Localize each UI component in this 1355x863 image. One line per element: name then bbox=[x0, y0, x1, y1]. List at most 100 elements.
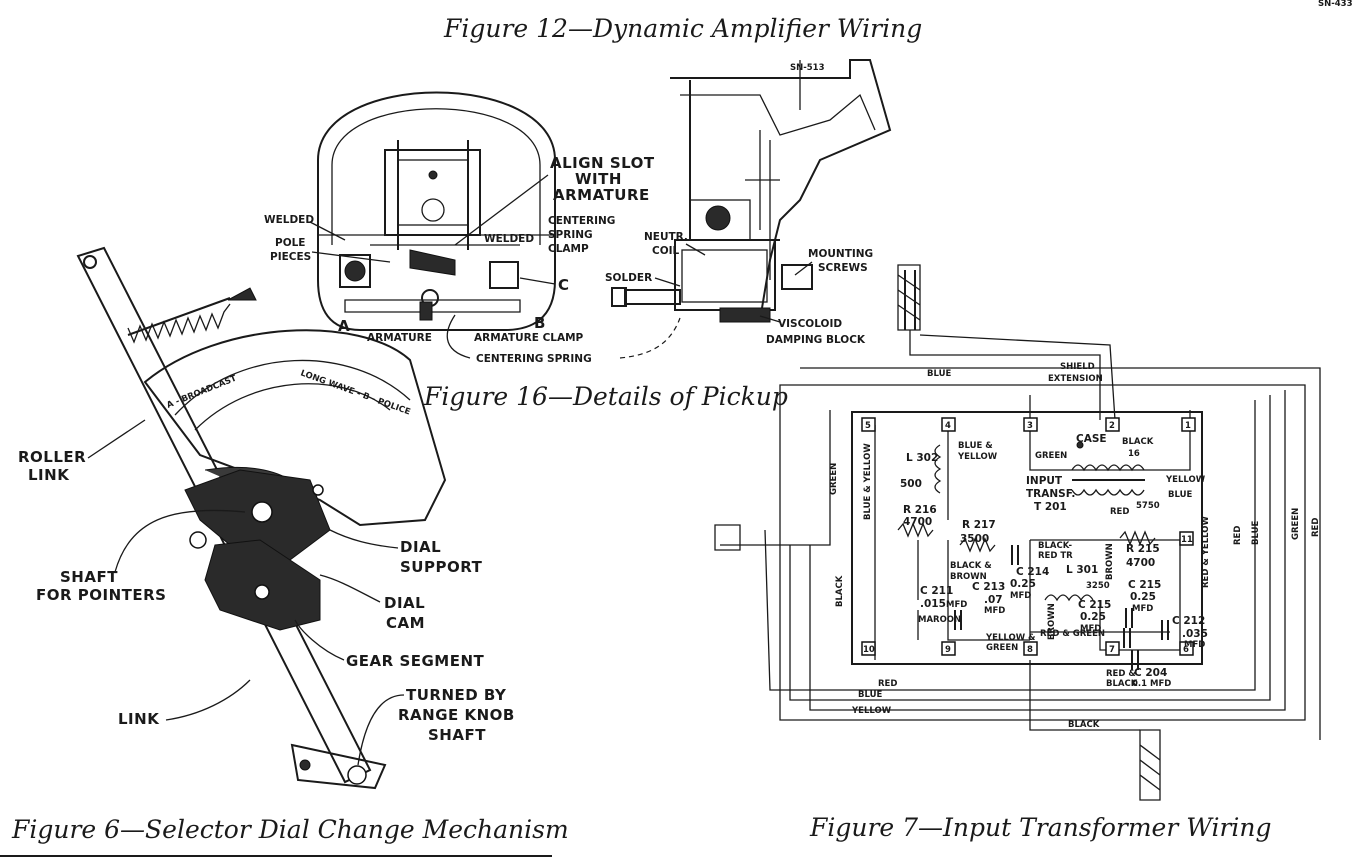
svg-text:0.25: 0.25 bbox=[1130, 591, 1156, 603]
svg-text:YELLOW: YELLOW bbox=[957, 452, 998, 462]
pickup-front-view bbox=[317, 91, 556, 331]
svg-text:2: 2 bbox=[1109, 421, 1115, 431]
tension-spring bbox=[127, 297, 231, 336]
svg-text:3500: 3500 bbox=[960, 533, 989, 545]
label-black-brown: BLACK & bbox=[950, 561, 992, 571]
svg-text:MFD: MFD bbox=[1010, 591, 1031, 601]
svg-text:.015: .015 bbox=[920, 598, 946, 610]
svg-text:RANGE KNOB: RANGE KNOB bbox=[398, 706, 515, 724]
svg-text:9: 9 bbox=[945, 645, 951, 655]
label-black-transformer: BLACK bbox=[1122, 437, 1154, 447]
label-centering-spring: CENTERING SPRING bbox=[476, 353, 592, 365]
l302-coil bbox=[934, 444, 942, 494]
label-black-bottom: BLACK bbox=[1068, 720, 1100, 730]
label-red-green: RED & GREEN bbox=[1040, 629, 1105, 639]
label-blue-yellow: BLUE & bbox=[958, 441, 993, 451]
terminal-blocks bbox=[861, 417, 1196, 656]
label-shield-ext: SHIELD bbox=[1060, 362, 1095, 372]
label-blue-top: BLUE bbox=[927, 369, 951, 379]
label-armature: ARMATURE bbox=[367, 332, 432, 344]
label-blue-right: BLUE bbox=[1251, 521, 1261, 545]
svg-text:5: 5 bbox=[865, 421, 871, 431]
label-c214: C 214 bbox=[1016, 566, 1049, 578]
caption-fig6: Figure 6—Selector Dial Change Mechanism bbox=[11, 815, 569, 844]
svg-text:0.1 MFD: 0.1 MFD bbox=[1132, 679, 1171, 689]
svg-text:5750: 5750 bbox=[1136, 501, 1160, 511]
svg-text:GREEN: GREEN bbox=[986, 643, 1018, 653]
label-c215b: C 215 bbox=[1078, 599, 1111, 611]
label-r215: R 215 bbox=[1126, 543, 1160, 555]
label-c215a: C 215 bbox=[1128, 579, 1161, 591]
svg-text:0.25: 0.25 bbox=[1010, 578, 1036, 590]
label-c: C bbox=[558, 276, 570, 294]
label-dial-support: DIAL bbox=[400, 538, 441, 556]
svg-text:1: 1 bbox=[1185, 421, 1191, 431]
label-welded-right: WELDED bbox=[484, 233, 534, 245]
label-roller-link: ROLLER bbox=[18, 448, 86, 466]
svg-text:MFD: MFD bbox=[984, 606, 1005, 616]
svg-text:MFD: MFD bbox=[946, 600, 967, 610]
label-red-bottom: RED bbox=[878, 679, 897, 689]
svg-text:8: 8 bbox=[1027, 645, 1033, 655]
svg-text:SUPPORT: SUPPORT bbox=[400, 558, 483, 576]
label-a: A bbox=[338, 317, 350, 335]
caption-fig16: Figure 16—Details of Pickup bbox=[423, 382, 788, 411]
svg-text:MFD: MFD bbox=[1080, 624, 1101, 634]
range-knob-crank bbox=[290, 743, 387, 790]
label-black-red: BLACK- bbox=[1038, 541, 1073, 551]
svg-text:BLUE & YELLOW: BLUE & YELLOW bbox=[863, 443, 873, 520]
label-turned-by: TURNED BY bbox=[406, 686, 507, 704]
label-mounting-screws: MOUNTING bbox=[808, 248, 873, 260]
label-case: CASE bbox=[1076, 433, 1107, 445]
label-black-left: BLACK bbox=[835, 575, 845, 607]
svg-text:BROWN: BROWN bbox=[950, 572, 987, 582]
label-c211: C 211 bbox=[920, 585, 953, 597]
label-gear-segment: GEAR SEGMENT bbox=[346, 652, 485, 670]
svg-text:CLAMP: CLAMP bbox=[548, 243, 589, 255]
wiring-diagram bbox=[714, 264, 1321, 801]
svg-text:FOR POINTERS: FOR POINTERS bbox=[36, 586, 166, 604]
svg-text:6: 6 bbox=[1183, 645, 1189, 655]
caption-fig12: Figure 12—Dynamic Amplifier Wiring bbox=[443, 14, 922, 43]
pickup-section-view bbox=[611, 59, 892, 323]
label-dial-cam: DIAL bbox=[384, 594, 425, 612]
svg-text:SCREWS: SCREWS bbox=[818, 262, 868, 274]
chassis-outline bbox=[851, 411, 1203, 665]
label-red-right1: RED bbox=[1233, 526, 1243, 545]
svg-text:4700: 4700 bbox=[1126, 557, 1155, 569]
label-red-transformer: RED bbox=[1110, 507, 1129, 517]
svg-text:0.25: 0.25 bbox=[1080, 611, 1106, 623]
capacitors bbox=[954, 545, 1169, 670]
label-centering-spring-clamp: CENTERING bbox=[548, 215, 615, 227]
r215 bbox=[1119, 530, 1156, 546]
r217 bbox=[959, 537, 996, 553]
svg-text:RED TR: RED TR bbox=[1038, 551, 1073, 561]
label-r216: R 216 bbox=[903, 504, 937, 516]
svg-text:PIECES: PIECES bbox=[270, 251, 311, 263]
caption-fig7: Figure 7—Input Transformer Wiring bbox=[809, 813, 1272, 842]
svg-text:3: 3 bbox=[1027, 421, 1033, 431]
label-l302: L 302 bbox=[906, 452, 938, 464]
svg-text:.07: .07 bbox=[984, 594, 1003, 606]
l301-coil bbox=[1044, 594, 1094, 602]
r216 bbox=[897, 522, 934, 538]
label-pole-pieces: POLE bbox=[275, 237, 306, 249]
label-blue-transformer: BLUE bbox=[1168, 490, 1192, 500]
label-red-right2: RED bbox=[1311, 518, 1321, 537]
svg-text:3250: 3250 bbox=[1086, 581, 1110, 591]
svg-text:BLACK: BLACK bbox=[1106, 679, 1138, 689]
svg-text:7: 7 bbox=[1109, 645, 1115, 655]
svg-text:LINK: LINK bbox=[28, 466, 70, 484]
svg-text:ARMATURE: ARMATURE bbox=[553, 186, 650, 204]
svg-text:BROWN: BROWN bbox=[1105, 543, 1115, 580]
svg-text:10: 10 bbox=[863, 645, 875, 655]
svg-text:4: 4 bbox=[945, 421, 951, 431]
label-green-transformer: GREEN bbox=[1035, 451, 1067, 461]
svg-text:COIL: COIL bbox=[652, 245, 680, 257]
label-yellow-transformer: YELLOW bbox=[1165, 475, 1206, 485]
label-maroon: MAROON bbox=[918, 615, 961, 625]
label-yellow-bottom: YELLOW bbox=[851, 706, 892, 716]
label-link: LINK bbox=[118, 710, 160, 728]
svg-text:SHAFT: SHAFT bbox=[428, 726, 486, 744]
